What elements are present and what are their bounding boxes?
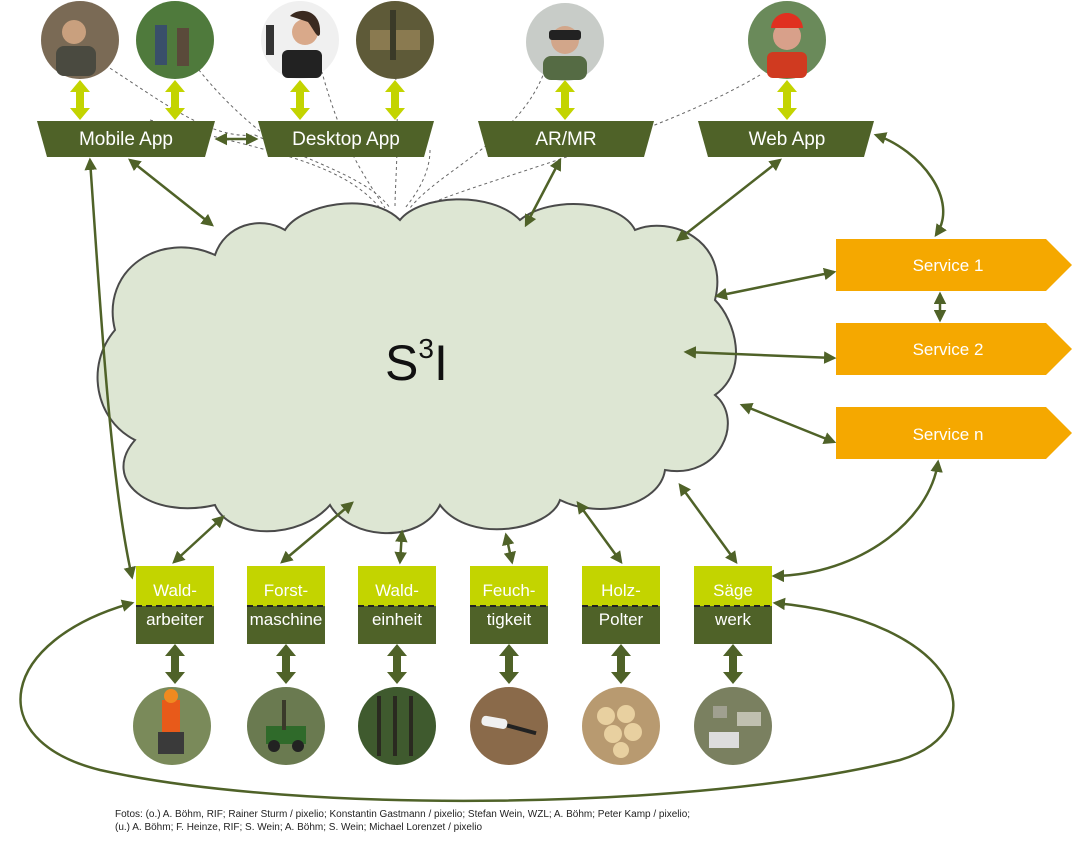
hikers-photo — [136, 1, 214, 79]
app-box-desktop[interactable]: Desktop App — [258, 121, 434, 157]
top-user-photos — [41, 1, 826, 81]
forest-machine-photo — [247, 687, 325, 765]
service-1-box[interactable]: Service 1 — [836, 239, 1072, 291]
node-bottom-label: maschine — [250, 610, 323, 629]
app-label: Mobile App — [79, 129, 173, 150]
service-label: Service 1 — [913, 256, 984, 275]
node-forstmaschine[interactable]: Forst- maschine — [247, 566, 325, 644]
smartphone-user-photo — [41, 1, 119, 79]
moisture-sensor-photo — [470, 687, 548, 765]
node-boxes: Wald- arbeiter Forst- maschine Wald- ein… — [136, 566, 772, 644]
node-waldeinheit[interactable]: Wald- einheit — [358, 566, 436, 644]
node-top-label: Wald- — [375, 581, 419, 600]
app-label: Desktop App — [292, 129, 400, 150]
service-2-box[interactable]: Service 2 — [836, 323, 1072, 375]
node-top-label: Feuch- — [483, 581, 536, 600]
forest-work-photo — [356, 1, 434, 79]
node-top-label: Forst- — [264, 581, 308, 600]
photo-credits: Fotos: (o.) A. Böhm, RIF; Rainer Sturm /… — [115, 808, 690, 834]
app-label: AR/MR — [535, 129, 596, 150]
timber-pile-photo — [582, 687, 660, 765]
node-feuchtigkeit[interactable]: Feuch- tigkeit — [470, 566, 548, 644]
service-label: Service 2 — [913, 340, 984, 359]
ar-headset-user-photo — [526, 3, 604, 81]
service-label: Service n — [913, 425, 984, 444]
sawmill-photo — [694, 687, 772, 765]
node-top-label: Säge — [713, 581, 753, 600]
node-bottom-label: einheit — [372, 610, 422, 629]
node-bottom-label: Polter — [599, 610, 644, 629]
service-n-box[interactable]: Service n — [836, 407, 1072, 459]
web-user-photo — [748, 1, 826, 79]
photo-app-arrows — [70, 80, 797, 120]
node-top-label: Wald- — [153, 581, 197, 600]
photo-credits-line-1: Fotos: (o.) A. Böhm, RIF; Rainer Sturm /… — [115, 809, 691, 820]
desktop-user-photo — [261, 1, 339, 79]
node-bottom-label: tigkeit — [487, 610, 532, 629]
app-boxes: Mobile App Desktop App AR/MR Web App — [37, 121, 874, 157]
forest-stand-photo — [358, 687, 436, 765]
node-top-label: Holz- — [601, 581, 641, 600]
connection-arrows — [19, 132, 955, 803]
s3i-label: S3I — [385, 333, 448, 391]
app-box-mobile[interactable]: Mobile App — [37, 121, 215, 157]
service-boxes: Service 1 Service 2 Service n — [836, 239, 1072, 459]
forest-worker-photo — [133, 687, 211, 765]
node-bottom-label: werk — [714, 610, 751, 629]
node-waldarbeiter[interactable]: Wald- arbeiter — [136, 566, 214, 644]
app-box-web[interactable]: Web App — [698, 121, 874, 157]
node-bottom-label: arbeiter — [146, 610, 204, 629]
node-saegewerk[interactable]: Säge werk — [694, 566, 772, 644]
node-photo-arrows — [165, 644, 743, 684]
app-box-ar-mr[interactable]: AR/MR — [478, 121, 654, 157]
bottom-object-photos — [133, 687, 772, 765]
photo-credits-line-2: (u.) A. Böhm; F. Heinze, RIF; S. Wein; A… — [115, 822, 483, 833]
node-holzpolter[interactable]: Holz- Polter — [582, 566, 660, 644]
app-label: Web App — [749, 129, 826, 150]
